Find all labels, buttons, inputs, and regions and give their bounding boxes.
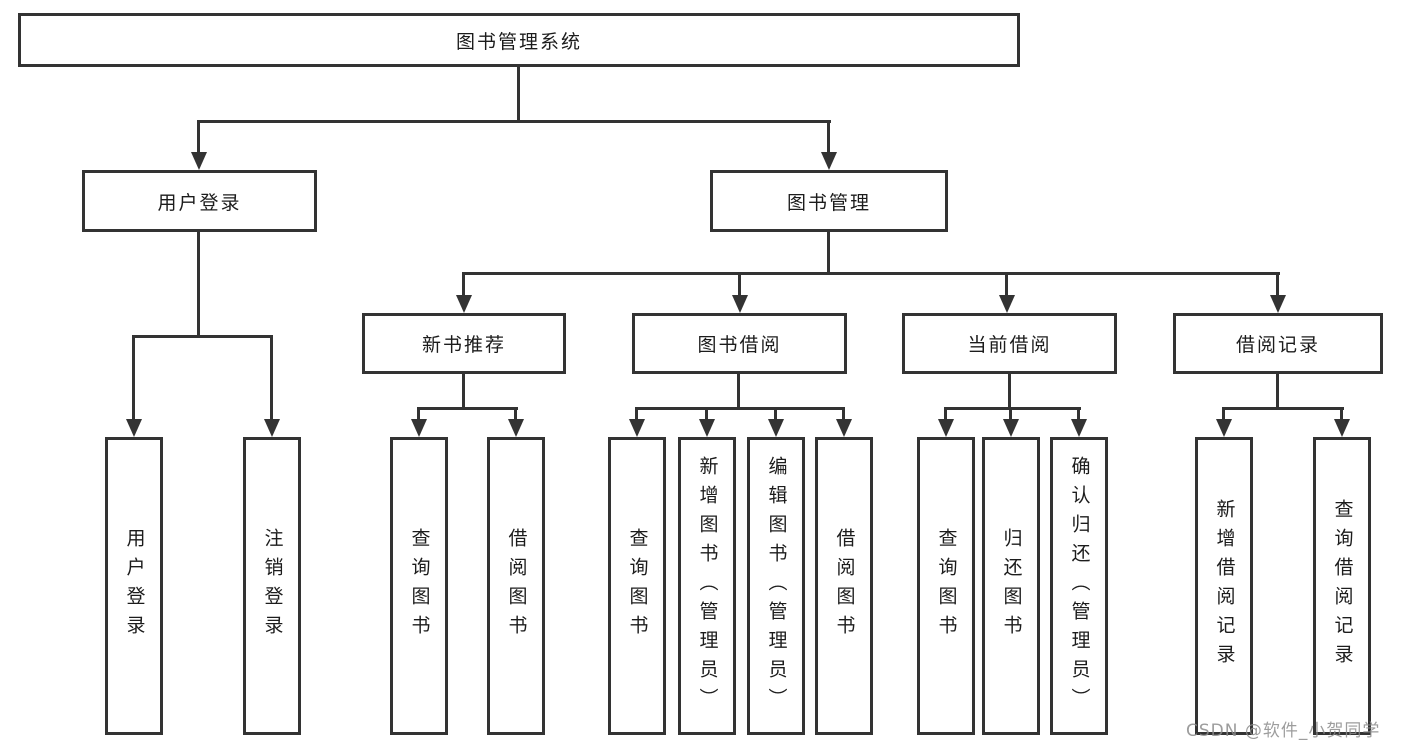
connector-line [1008,373,1011,410]
connector-line [1222,407,1344,410]
connector-line [1222,407,1225,421]
connector-line [737,373,740,410]
leaf-query-books: 查询图书 [917,437,975,735]
connector-line [1077,407,1080,421]
connector-line [1340,407,1343,421]
leaf-label: 查询图书 [626,528,649,644]
leaf-label: 借阅图书 [833,528,856,644]
node-library-management-system: 图书管理系统 [18,13,1020,67]
connector-line [1276,373,1279,410]
connector-line [417,407,420,421]
arrow-down-icon [821,152,837,170]
leaf-confirm-return-admin: 确认归还（管理员） [1050,437,1108,735]
leaf-label: 查询图书 [935,528,958,644]
arrow-down-icon [126,419,142,437]
node-book-borrow: 图书借阅 [632,313,847,374]
leaf-label: 用户登录 [123,528,146,644]
leaf-label: 注销登录 [261,528,284,644]
arrow-down-icon [768,419,784,437]
arrow-down-icon [508,419,524,437]
connector-line [774,407,777,421]
connector-line [514,407,517,421]
leaf-query-books: 查询图书 [390,437,448,735]
connector-line [462,272,465,297]
connector-line [1005,272,1008,297]
node-book-management: 图书管理 [710,170,948,232]
leaf-label: 查询图书 [408,528,431,644]
leaf-query-borrow-record: 查询借阅记录 [1313,437,1371,735]
connector-line [417,407,518,410]
node-user-login-group: 用户登录 [82,170,317,232]
arrow-down-icon [1270,295,1286,313]
leaf-label: 确认归还（管理员） [1068,455,1091,717]
leaf-label: 查询借阅记录 [1331,499,1354,673]
connector-line [944,407,947,421]
node-label: 用户登录 [157,191,242,214]
connector-line [1276,272,1279,297]
connector-line [463,272,1280,275]
connector-line [1009,407,1012,421]
node-borrow-records: 借阅记录 [1173,313,1383,374]
arrow-down-icon [1071,419,1087,437]
connector-line [132,335,135,421]
node-label: 当前借阅 [967,334,1052,356]
connector-line [635,407,638,421]
connector-line [842,407,845,421]
leaf-logout: 注销登录 [243,437,301,735]
leaf-add-borrow-record: 新增借阅记录 [1195,437,1253,735]
connector-line [827,120,830,154]
leaf-label: 借阅图书 [505,528,528,644]
arrow-down-icon [411,419,427,437]
arrow-down-icon [999,295,1015,313]
arrow-down-icon [191,152,207,170]
arrow-down-icon [732,295,748,313]
arrow-down-icon [699,419,715,437]
leaf-label: 编辑图书（管理员） [765,455,788,717]
connector-line [197,231,200,338]
arrow-down-icon [836,419,852,437]
node-current-borrow: 当前借阅 [902,313,1117,374]
node-new-book-recommend: 新书推荐 [362,313,566,374]
connector-line [462,373,465,410]
connector-line [197,120,200,154]
connector-line [270,335,273,421]
node-label: 图书管理 [786,191,871,214]
connector-line [517,66,520,122]
connector-line [197,120,831,123]
arrow-down-icon [264,419,280,437]
leaf-borrow-books: 借阅图书 [815,437,873,735]
leaf-label: 新增图书（管理员） [696,455,719,717]
arrow-down-icon [1216,419,1232,437]
node-label: 新书推荐 [421,334,506,356]
leaf-label: 新增借阅记录 [1213,499,1236,673]
leaf-return-books: 归还图书 [982,437,1040,735]
arrow-down-icon [1003,419,1019,437]
connector-line [635,407,845,410]
leaf-add-books-admin: 新增图书（管理员） [678,437,736,735]
node-label: 图书借阅 [697,334,782,356]
leaf-borrow-books: 借阅图书 [487,437,545,735]
leaf-user-login: 用户登录 [105,437,163,735]
arrow-down-icon [1334,419,1350,437]
connector-line [705,407,708,421]
connector-line [827,231,830,275]
node-label: 图书管理系统 [455,30,582,53]
connector-line [132,335,273,338]
arrow-down-icon [629,419,645,437]
csdn-watermark: CSDN @软件_小贺同学 [1186,721,1381,741]
node-label: 借阅记录 [1235,334,1320,356]
connector-line [944,407,1081,410]
leaf-query-books: 查询图书 [608,437,666,735]
connector-line [738,272,741,297]
leaf-label: 归还图书 [1000,528,1023,644]
arrow-down-icon [938,419,954,437]
leaf-edit-books-admin: 编辑图书（管理员） [747,437,805,735]
arrow-down-icon [456,295,472,313]
